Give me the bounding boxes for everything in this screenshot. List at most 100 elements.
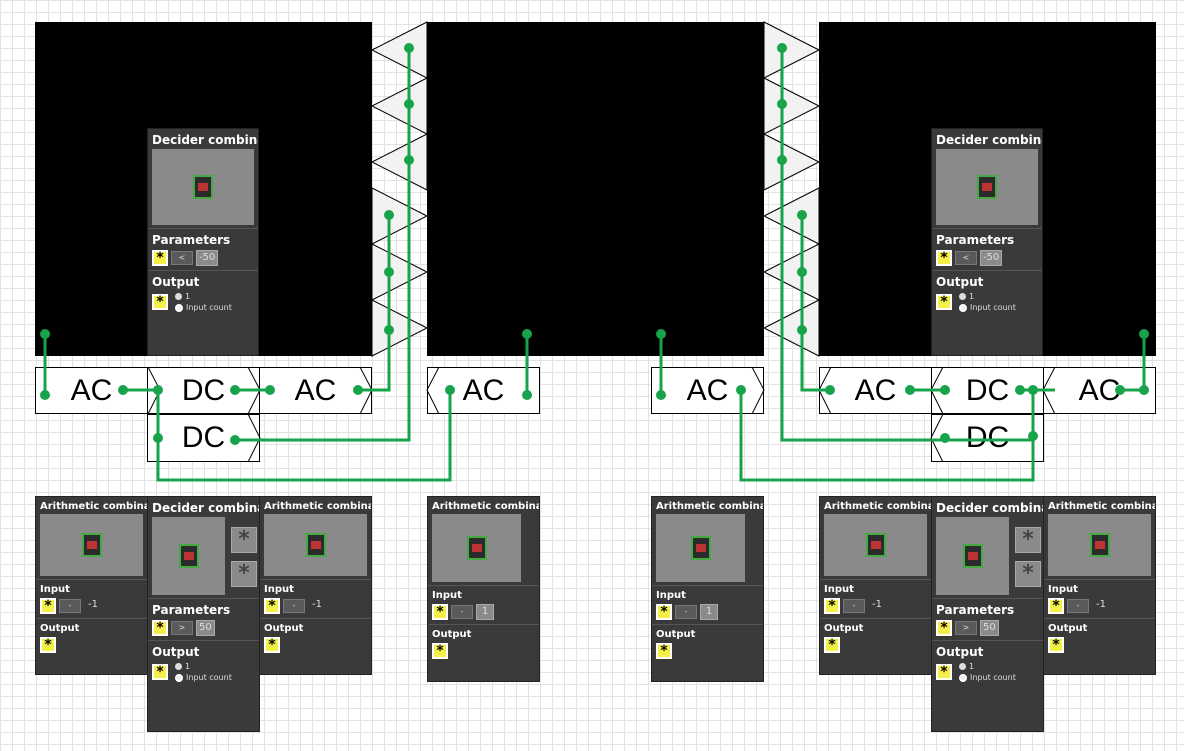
constant-field[interactable]: -1 [312,599,322,610]
decider-panel-bottom-left: Decider combinator * * Parameters * > 50… [147,496,260,732]
combinator-image [936,149,1038,225]
panel-title: Arithmetic combinator [1048,501,1155,512]
radio-input-count-icon[interactable] [175,303,183,312]
operator-dropdown[interactable]: - [59,599,81,613]
signal-slot[interactable]: * [936,620,952,636]
output-heading: Output [148,270,258,291]
comparator-dropdown[interactable]: < [171,251,193,265]
option-one-label: 1 [969,292,975,301]
operator-dropdown[interactable]: - [451,605,473,619]
panel-title: Arithmetic combinator [40,501,147,512]
operator-dropdown[interactable]: - [675,605,697,619]
box-label: DC [181,373,226,407]
panel-title: Arithmetic combinator [432,501,539,512]
box-label: AC [686,373,729,407]
output-signal-slot[interactable]: * [264,637,280,653]
operator-dropdown[interactable]: - [283,599,305,613]
side-signal-slot[interactable]: * [231,561,257,587]
input-heading: Input [260,579,371,597]
panel-title: Arithmetic combinator [824,501,931,512]
arithmetic-panel-bottom-left-1: Arithmetic combinator Input * - -1 Outpu… [35,496,148,675]
side-signal-slot[interactable]: * [1015,561,1041,587]
constant-field[interactable]: 1 [476,604,494,620]
signal-slot[interactable]: * [152,250,168,266]
constant-field[interactable]: -1 [1096,599,1106,610]
operator-dropdown[interactable]: - [843,599,865,613]
constant-field[interactable]: 50 [196,620,215,636]
output-heading: Output [428,624,539,642]
output-signal-slot[interactable]: * [824,637,840,653]
box-label: DC [965,421,1010,454]
option-input-count-label: Input count [186,303,232,312]
radio-one-icon[interactable] [175,663,182,670]
combinator-image [152,149,254,225]
radio-input-count-icon[interactable] [959,673,967,682]
arithmetic-panel-bottom-left-2: Arithmetic combinator Input * - -1 Outpu… [259,496,372,675]
input-heading: Input [36,579,147,597]
signal-slot[interactable]: * [152,620,168,636]
comparator-dropdown[interactable]: > [955,621,977,635]
output-heading: Output [1044,618,1155,636]
operator-dropdown[interactable]: - [1067,599,1089,613]
signal-slot[interactable]: * [264,598,280,614]
output-heading: Output [932,640,1043,661]
panel-title: Arithmetic combinator [656,501,763,512]
decider-panel-top-left: Decider combinator Parameters * < -50 Ou… [147,128,259,356]
output-signal-slot[interactable]: * [152,294,168,310]
side-signal-slot[interactable]: * [1015,527,1041,553]
box-label: DC [965,373,1010,407]
input-heading: Input [652,585,763,603]
radio-one-icon[interactable] [959,293,966,300]
combinator-image [936,517,1009,595]
input-heading: Input [820,579,931,597]
output-signal-slot[interactable]: * [936,664,952,680]
constant-field[interactable]: 1 [700,604,718,620]
output-signal-slot[interactable]: * [1048,637,1064,653]
input-heading: Input [428,585,539,603]
output-heading: Output [820,618,931,636]
output-heading: Output [932,270,1042,291]
panel-title: Decider combinator [152,501,259,515]
signal-slot[interactable]: * [40,598,56,614]
combinator-image [40,514,143,576]
decider-panel-bottom-right: Decider combinator * * Parameters * > 50… [931,496,1044,732]
option-input-count-label: Input count [970,303,1016,312]
comparator-dropdown[interactable]: < [955,251,977,265]
box-label: DC [181,421,226,454]
output-signal-slot[interactable]: * [936,294,952,310]
signal-slot[interactable]: * [824,598,840,614]
panel-title: Decider combinator [936,501,1043,515]
signal-slot[interactable]: * [936,250,952,266]
combinator-image [152,517,225,595]
arithmetic-panel-bottom-right-2: Arithmetic combinator Input * - -1 Outpu… [1043,496,1156,675]
combinator-image [824,514,927,576]
ac-box: AC [819,367,932,414]
radio-input-count-icon[interactable] [175,673,183,682]
output-signal-slot[interactable]: * [656,643,672,659]
screen-block-middle [427,22,764,356]
constant-field[interactable]: 50 [980,620,999,636]
output-signal-slot[interactable]: * [432,643,448,659]
option-one-label: 1 [185,292,191,301]
constant-field[interactable]: -1 [872,599,882,610]
signal-slot[interactable]: * [432,604,448,620]
constant-field[interactable]: -50 [980,250,1003,266]
arithmetic-panel-bottom-right-1: Arithmetic combinator Input * - -1 Outpu… [819,496,932,675]
radio-one-icon[interactable] [175,293,182,300]
constant-field[interactable]: -50 [196,250,219,266]
panel-title: Decider combinator [152,133,258,147]
parameters-heading: Parameters [932,228,1042,249]
comparator-dropdown[interactable]: > [171,621,193,635]
output-signal-slot[interactable]: * [40,637,56,653]
radio-one-icon[interactable] [959,663,966,670]
constant-field[interactable]: -1 [88,599,98,610]
output-signal-slot[interactable]: * [152,664,168,680]
signal-slot[interactable]: * [656,604,672,620]
side-signal-slot[interactable]: * [231,527,257,553]
radio-input-count-icon[interactable] [959,303,967,312]
arithmetic-panel-middle-left: Arithmetic combinator Input * - 1 Output… [427,496,540,682]
output-heading: Output [36,618,147,636]
signal-slot[interactable]: * [1048,598,1064,614]
